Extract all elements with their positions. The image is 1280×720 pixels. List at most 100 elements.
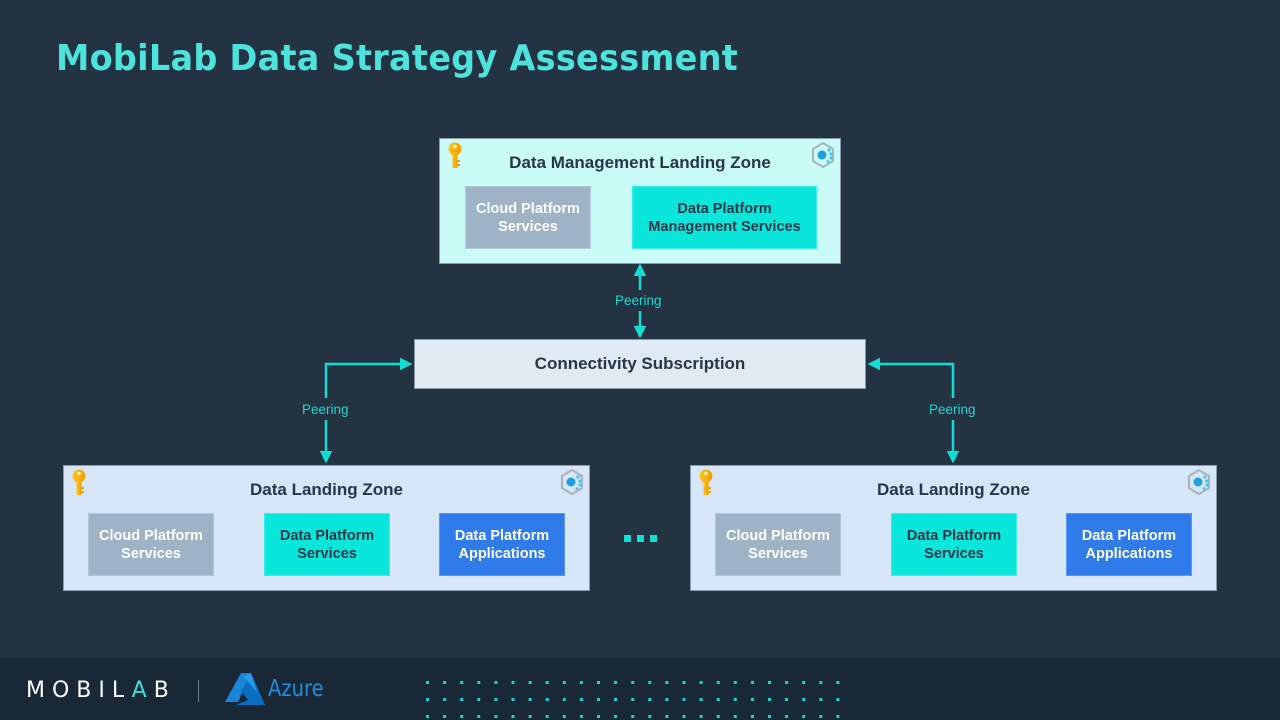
service-label-line2: Services bbox=[498, 218, 558, 235]
grid-dot bbox=[785, 715, 789, 718]
service-label-line1: Data Platform bbox=[454, 527, 550, 544]
grid-dot bbox=[528, 715, 532, 718]
grid-dot bbox=[494, 681, 498, 684]
service-label-line2: Applications bbox=[458, 545, 546, 562]
grid-dot bbox=[768, 681, 771, 684]
grid-dot bbox=[750, 681, 754, 684]
service-label-line1: Cloud Platform bbox=[726, 527, 830, 544]
service-label-line1: Data Platform bbox=[1081, 527, 1177, 544]
ellipsis-icon bbox=[624, 535, 657, 542]
service-label-line2: Services bbox=[748, 545, 808, 562]
connectivity-subscription-box[interactable]: Connectivity Subscription bbox=[414, 339, 866, 389]
management-group-icon bbox=[561, 469, 583, 495]
peering-label-left: Peering bbox=[300, 402, 351, 418]
grid-dot bbox=[819, 715, 823, 718]
peering-arrow-right-upper bbox=[867, 357, 955, 398]
service-label-line2: Management Services bbox=[648, 218, 801, 235]
key-icon bbox=[72, 469, 86, 495]
grid-dot bbox=[682, 698, 686, 701]
key-icon bbox=[448, 142, 462, 168]
grid-dot bbox=[733, 681, 737, 684]
grid-dot bbox=[477, 681, 481, 684]
grid-dot bbox=[699, 715, 703, 718]
zone-title: Data Landing Zone bbox=[250, 480, 403, 499]
grid-dot bbox=[579, 681, 583, 684]
grid-dot bbox=[819, 681, 823, 684]
grid-dot bbox=[819, 698, 823, 701]
service-label-line1: Data Platform bbox=[279, 527, 375, 544]
grid-dot bbox=[511, 681, 515, 684]
zone-title: Data Management Landing Zone bbox=[509, 153, 771, 172]
grid-dot bbox=[802, 715, 806, 718]
service-label-line1: Data Platform bbox=[677, 200, 772, 217]
grid-dot bbox=[597, 715, 600, 718]
key-icon bbox=[699, 469, 713, 495]
grid-dot bbox=[699, 681, 703, 684]
grid-dot bbox=[511, 698, 515, 701]
service-label-line1: Cloud Platform bbox=[99, 527, 203, 544]
grid-dot bbox=[682, 715, 686, 718]
grid-dot bbox=[648, 698, 652, 701]
grid-dot bbox=[426, 715, 429, 718]
grid-dot bbox=[648, 681, 652, 684]
azure-logo-icon bbox=[225, 673, 265, 705]
service-label-line2: Services bbox=[924, 545, 984, 562]
grid-dot bbox=[631, 698, 635, 701]
azure-wordmark: Azure bbox=[268, 676, 324, 702]
footer: MOBILAB Azure bbox=[0, 658, 1280, 720]
grid-dot bbox=[597, 698, 600, 701]
grid-dot bbox=[528, 681, 532, 684]
grid-dot bbox=[562, 715, 566, 718]
grid-dot bbox=[750, 715, 754, 718]
mobilab-logo: MOBILAB bbox=[26, 678, 176, 703]
grid-dot bbox=[836, 698, 840, 701]
grid-dot bbox=[785, 698, 789, 701]
grid-dot bbox=[716, 698, 720, 701]
service-label-line1: Cloud Platform bbox=[476, 200, 580, 217]
connectivity-title: Connectivity Subscription bbox=[534, 354, 746, 373]
grid-dot bbox=[716, 715, 720, 718]
grid-dot bbox=[477, 715, 481, 718]
grid-dot bbox=[562, 681, 566, 684]
grid-dot bbox=[682, 681, 686, 684]
grid-dot bbox=[477, 698, 481, 701]
grid-dot bbox=[545, 715, 549, 718]
grid-dot bbox=[750, 698, 754, 701]
grid-dot bbox=[614, 698, 618, 701]
grid-dot bbox=[699, 698, 703, 701]
grid-dot bbox=[802, 698, 806, 701]
data-management-landing-zone[interactable]: Data Management Landing Zone Cloud Platf… bbox=[439, 138, 841, 264]
grid-dot bbox=[716, 681, 720, 684]
page-title: MobiLab Data Strategy Assessment bbox=[56, 38, 739, 79]
grid-dot bbox=[802, 681, 806, 684]
grid-dot bbox=[665, 715, 669, 718]
grid-dot bbox=[426, 698, 429, 701]
management-group-icon bbox=[1188, 469, 1210, 495]
grid-dot bbox=[494, 715, 498, 718]
grid-dot bbox=[631, 715, 635, 718]
grid-dot bbox=[511, 715, 515, 718]
grid-dot bbox=[665, 698, 669, 701]
grid-dot bbox=[562, 698, 566, 701]
grid-dot bbox=[785, 681, 789, 684]
grid-dot bbox=[443, 715, 447, 718]
service-label-line2: Services bbox=[297, 545, 357, 562]
grid-dot bbox=[614, 681, 618, 684]
peering-label-right: Peering bbox=[927, 402, 978, 418]
brand-suffix: B bbox=[153, 678, 176, 703]
management-group-icon bbox=[812, 142, 834, 168]
grid-dot bbox=[460, 681, 464, 684]
logo-separator bbox=[198, 680, 199, 702]
grid-dot bbox=[545, 698, 549, 701]
grid-dot bbox=[768, 715, 771, 718]
